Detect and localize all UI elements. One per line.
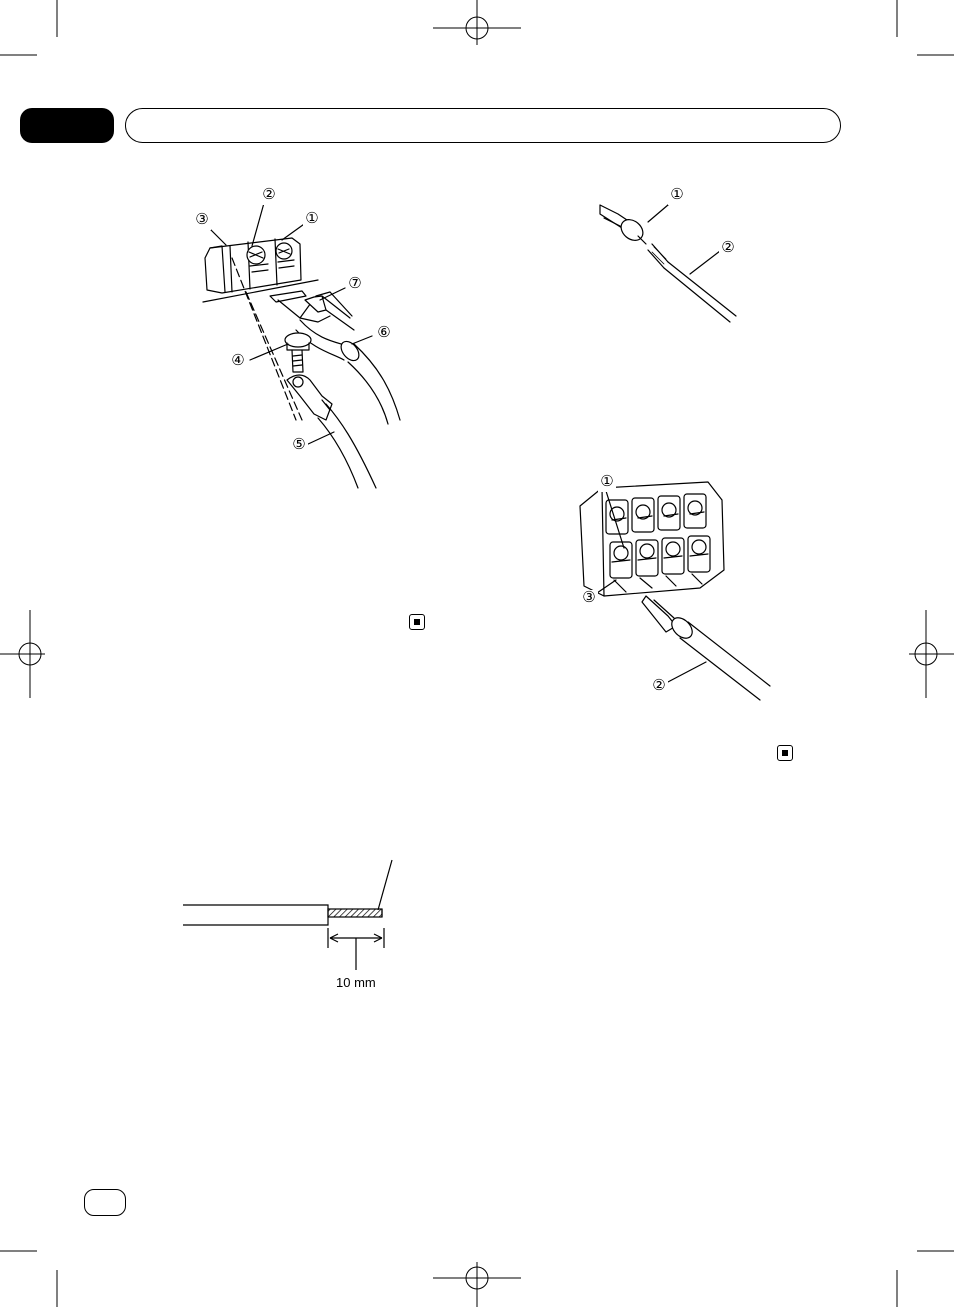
- page-language-badge: [84, 1189, 126, 1216]
- page-language-label: [85, 1195, 93, 1209]
- strip-length-label: 10 mm: [336, 975, 376, 990]
